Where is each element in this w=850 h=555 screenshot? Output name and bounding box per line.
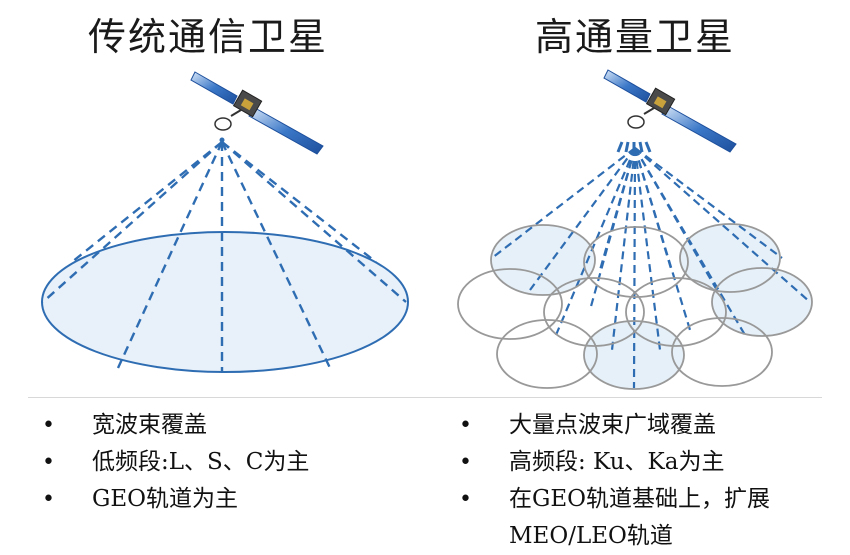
bullet-icon: • bbox=[459, 487, 472, 512]
bullet-icon: • bbox=[459, 450, 472, 475]
list-item: •宽波束覆盖 bbox=[30, 407, 309, 444]
bullet-icon: • bbox=[42, 413, 55, 438]
satellite-coverage-diagram bbox=[41, 69, 813, 390]
list-item: •高频段: Ku、Ka为主 bbox=[447, 444, 770, 481]
spot-beam-lines bbox=[491, 147, 811, 389]
bullet-icon: • bbox=[42, 487, 55, 512]
title-hts-satellite: 高通量卫星 bbox=[535, 15, 736, 59]
section-divider bbox=[28, 397, 822, 398]
satellite-icon bbox=[603, 69, 737, 153]
traditional-features-list: •宽波束覆盖 •低频段:L、S、C为主 •GEO轨道为主 bbox=[30, 407, 309, 518]
list-item: •大量点波束广域覆盖 bbox=[447, 407, 770, 444]
left-wide-beam-lines bbox=[42, 141, 407, 373]
bullet-icon: • bbox=[459, 413, 472, 438]
title-traditional-satellite: 传统通信卫星 bbox=[88, 15, 329, 59]
list-item: •低频段:L、S、C为主 bbox=[30, 444, 309, 481]
list-item: •GEO轨道为主 bbox=[30, 481, 309, 518]
satellite-icon bbox=[190, 71, 324, 155]
bullet-icon: • bbox=[42, 450, 55, 475]
spot-beam-outlines bbox=[457, 223, 813, 390]
spot-beam-fills bbox=[491, 224, 812, 389]
list-item-continuation: MEO/LEO轨道 bbox=[509, 523, 673, 549]
